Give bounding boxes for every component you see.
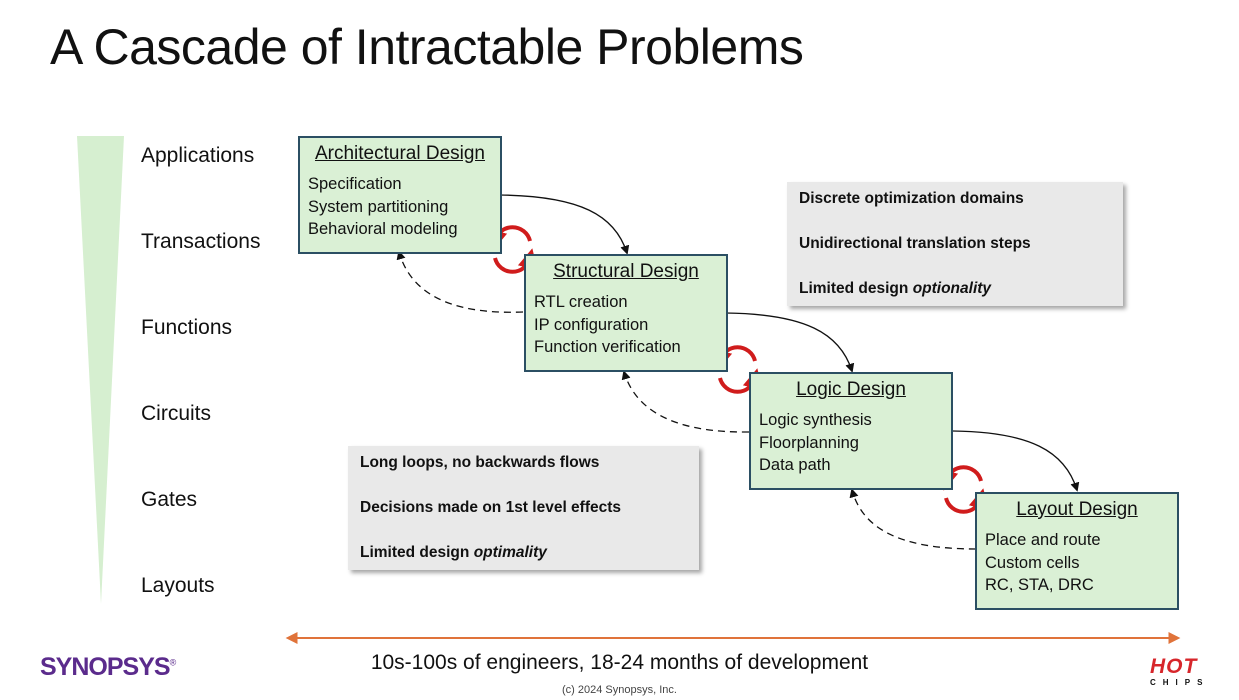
box-title: Structural Design [553,261,699,282]
note-line: Unidirectional translation steps [799,235,1031,252]
backward-arrow-3 [849,488,977,550]
box-item: RC, STA, DRC [985,576,1094,594]
level-functions: Functions [141,316,233,339]
box-item: Place and route [985,531,1101,549]
box-item: Custom cells [985,553,1080,572]
backward-arrow-2 [621,370,750,433]
forward-arrow-1 [499,194,630,255]
level-gates: Gates [141,488,198,511]
box-title: Logic Design [796,379,906,400]
forward-arrow-2 [725,312,855,373]
hotchips-logo: HOT CHIPS [1150,655,1216,689]
level-applications: Applications [141,144,255,167]
box-item: Function verification [534,338,681,356]
abstraction-wedge [77,136,124,604]
hotchips-logo-top: HOT [1150,655,1198,678]
box-layout-design: Layout Design Place and route Custom cel… [975,492,1179,610]
note-line: Discrete optimization domains [799,190,1024,207]
box-item: IP configuration [534,315,649,334]
forward-arrow-3 [952,430,1080,492]
copyright: (c) 2024 Synopsys, Inc. [562,684,677,696]
note-line: Limited design optionality [799,280,992,297]
box-item: Logic synthesis [759,411,872,429]
box-item: RTL creation [534,293,628,311]
note-top: Discrete optimization domains Unidirecti… [787,182,1123,306]
note-line: Limited design optimality [360,544,547,561]
box-item: Specification [308,175,402,193]
box-architectural-design: Architectural Design Specification Syste… [298,136,502,254]
level-circuits: Circuits [141,402,212,425]
hotchips-logo-bottom: CHIPS [1150,678,1210,687]
box-structural-design: Structural Design RTL creation IP config… [524,254,728,372]
timeline-caption: 10s-100s of engineers, 18-24 months of d… [370,651,869,674]
backward-arrow-1 [396,250,524,313]
note-line: Decisions made on 1st level effects [360,499,622,516]
level-transactions: Transactions [141,230,261,253]
synopsys-logo: SYNOPSYS® [40,653,177,681]
box-item: Floorplanning [759,433,859,452]
box-item: Data path [759,456,831,474]
note-line: Long loops, no backwards flows [360,454,600,471]
box-title: Layout Design [1016,499,1138,520]
box-title: Architectural Design [314,143,486,164]
box-item: System partitioning [308,197,449,216]
box-logic-design: Logic Design Logic synthesis Floorplanni… [749,372,953,490]
slide-title: A Cascade of Intractable Problems [50,19,804,75]
box-item: Behavioral modeling [308,220,458,238]
note-bottom: Long loops, no backwards flows Decisions… [348,446,699,570]
level-layouts: Layouts [141,574,215,597]
